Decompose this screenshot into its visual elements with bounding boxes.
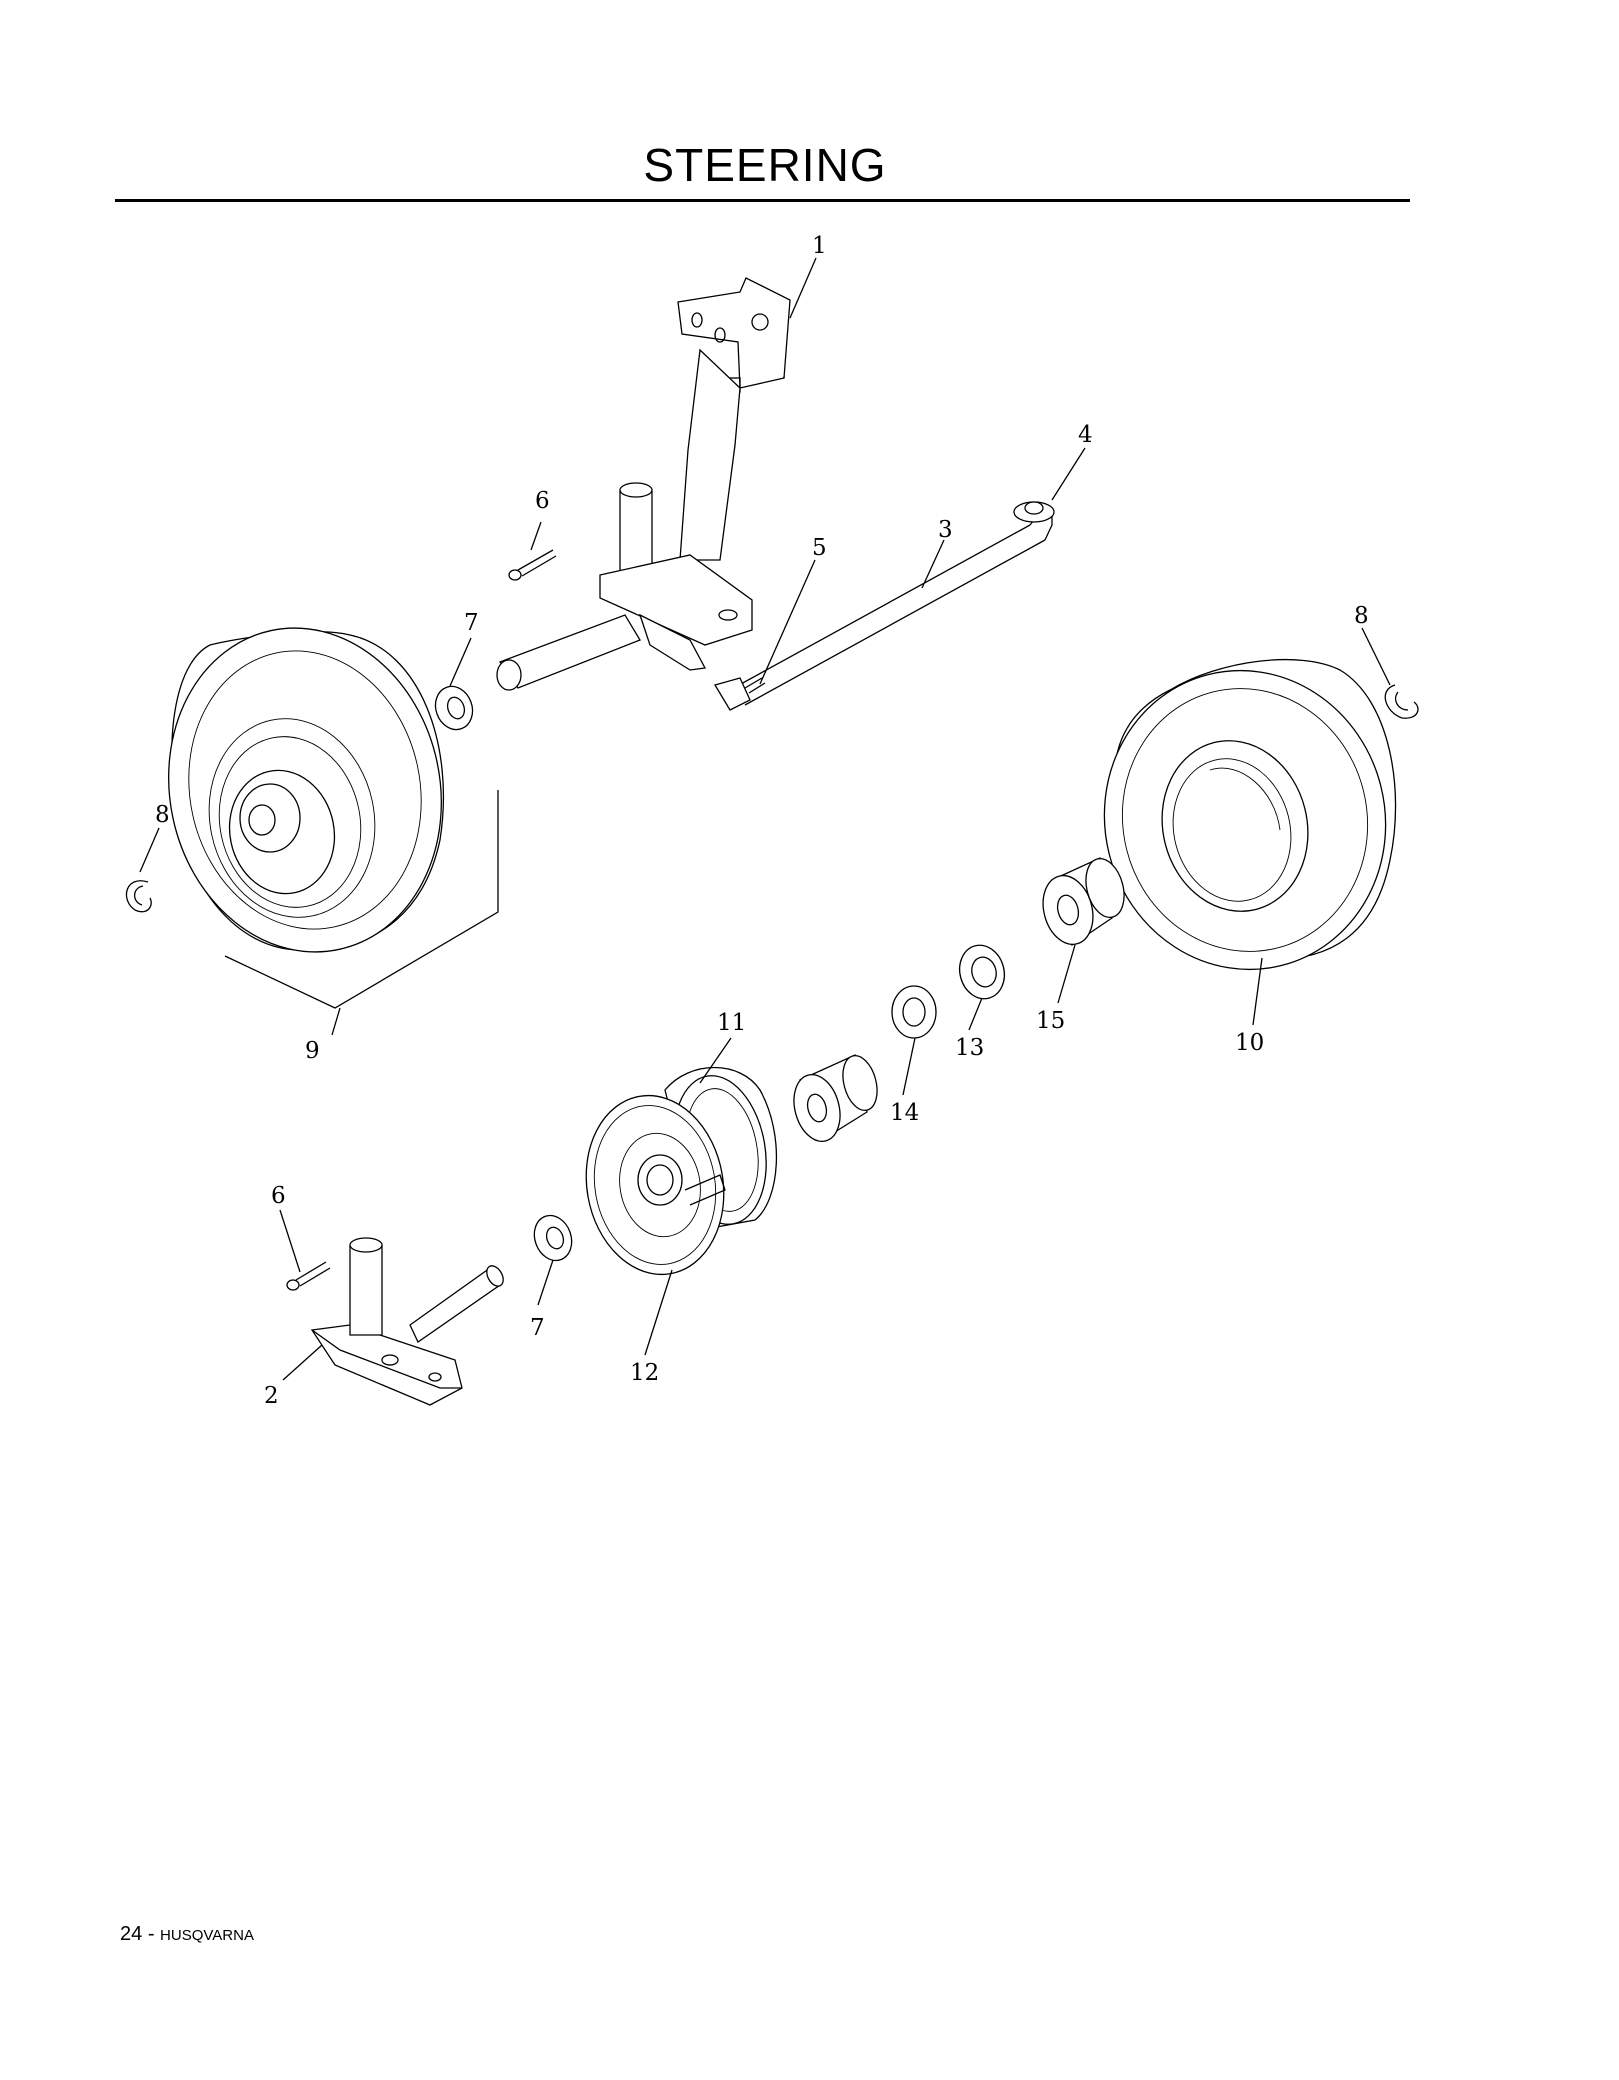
callout-11: 11 [717, 1010, 746, 1036]
footer-brand: HUSQVARNA [160, 1927, 254, 1944]
callout-3: 3 [938, 517, 953, 543]
bearing-inner [793, 1054, 878, 1142]
callout-15: 15 [1036, 1008, 1065, 1034]
callout-5: 5 [812, 535, 827, 561]
callout-leaders [139, 257, 1391, 1381]
title-rule [115, 199, 1410, 202]
callout-4: 4 [1078, 422, 1093, 448]
callout-7-upper: 7 [464, 610, 479, 636]
part-14-spacer [891, 985, 937, 1039]
part-3-tie-rod [714, 507, 1053, 711]
callout-6-upper: 6 [535, 488, 550, 514]
part-15-bearing [1042, 857, 1125, 947]
page-title: STEERING [643, 139, 887, 191]
part-13-seal [958, 944, 1006, 1000]
callout-10: 10 [1235, 1030, 1264, 1056]
part-12-rim-half [585, 1094, 726, 1276]
part-5-cotter-pin [744, 677, 766, 694]
part-1-steering-bracket [496, 277, 791, 691]
part-6-cotter-pin-lower [286, 1261, 331, 1291]
part-7-washer-lower [533, 1214, 573, 1262]
callout-2: 2 [264, 1383, 279, 1409]
callout-14: 14 [890, 1100, 919, 1126]
part-2-spindle [310, 1237, 504, 1406]
callout-7-lower: 7 [530, 1315, 545, 1341]
part-6-cotter-pin-upper [508, 549, 557, 581]
callout-labels: 1 2 3 4 5 6 6 7 7 8 8 9 10 11 12 13 14 1… [155, 233, 1369, 1409]
callout-9: 9 [305, 1038, 320, 1064]
callout-1: 1 [812, 233, 827, 259]
part-7-washer-upper [434, 685, 474, 731]
footer-separator: - [147, 1923, 155, 1945]
part-8-e-clip-right [1384, 684, 1419, 719]
callout-8-left: 8 [155, 802, 170, 828]
callout-12: 12 [630, 1360, 659, 1386]
part-10-tire [1103, 658, 1397, 971]
callout-8-right: 8 [1354, 603, 1369, 629]
callout-6-lower: 6 [271, 1183, 286, 1209]
part-9-wheel-assembly [168, 627, 499, 1009]
callout-13: 13 [955, 1035, 984, 1061]
page-footer: 24 - HUSQVARNA [120, 1923, 254, 1946]
page-number: 24 [120, 1923, 143, 1945]
part-8-e-clip-left [125, 880, 152, 913]
part-4-ball-joint [1013, 501, 1055, 523]
